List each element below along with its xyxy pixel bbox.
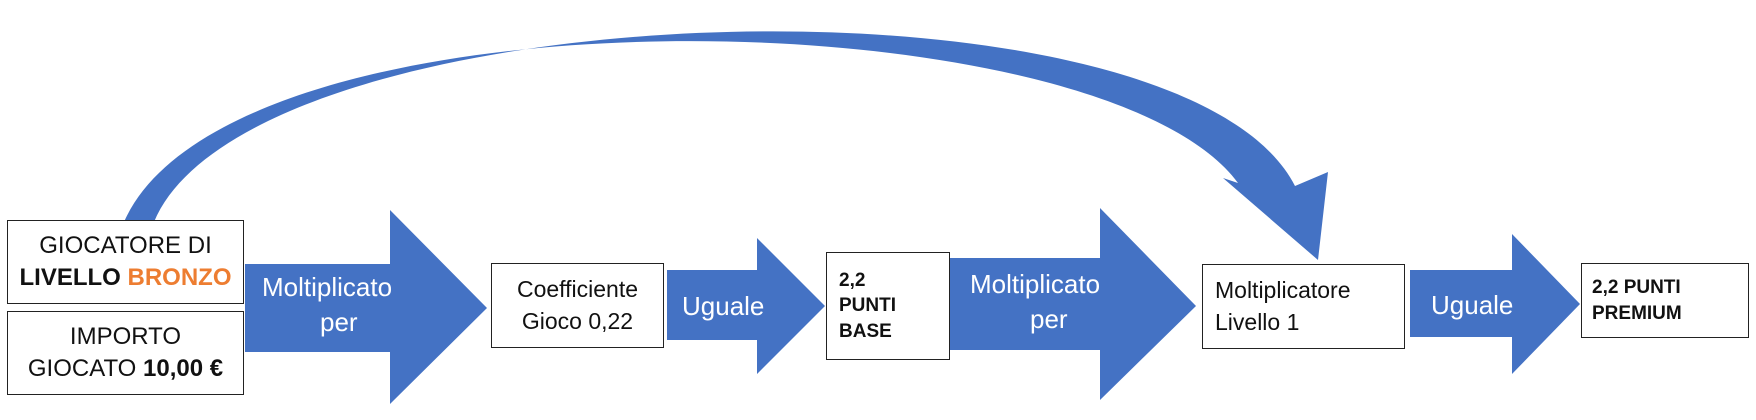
multiply-label-2-line2: per	[1030, 304, 1068, 335]
multiply-label-1: Moltiplicato per	[262, 270, 392, 340]
base-points-box: 2,2 PUNTI BASE	[826, 252, 950, 360]
coefficient-line1: Coefficiente	[516, 276, 639, 303]
equals-label-1: Uguale	[682, 291, 765, 321]
coefficient-line2: Gioco 0,22	[521, 307, 634, 334]
block-arrow-equals-1	[667, 238, 825, 374]
amount-played-line1: IMPORTO	[69, 322, 182, 350]
player-level-prefix: LIVELLO	[19, 264, 128, 291]
curved-arrow	[124, 31, 1328, 260]
premium-points-box: 2,2 PUNTI PREMIUM	[1581, 263, 1749, 338]
player-level-value: BRONZO	[127, 264, 232, 291]
multiply-label-1-line1: Moltiplicato	[262, 272, 393, 302]
multiplier-line1: Moltiplicatore	[1215, 277, 1351, 304]
equals-label-2: Uguale	[1431, 290, 1514, 320]
player-level-box: GIOCATORE DI LIVELLO BRONZO	[7, 220, 244, 304]
amount-played-prefix: GIOCATO	[27, 355, 144, 382]
premium-points-line2: PREMIUM	[1592, 302, 1682, 324]
multiplier-line2: Livello 1	[1215, 308, 1300, 335]
amount-played-value: 10,00 €	[143, 355, 224, 382]
base-points-value: 2,2	[839, 269, 866, 291]
block-arrow-equals-2	[1410, 234, 1580, 374]
amount-played-box: IMPORTO GIOCATO 10,00 €	[7, 311, 244, 395]
base-points-line2: PUNTI	[839, 295, 896, 317]
premium-points-line1: 2,2 PUNTI	[1592, 276, 1681, 298]
block-arrow-multiply-2	[950, 208, 1196, 400]
multiply-label-2-line1: Moltiplicato	[970, 269, 1101, 299]
base-points-line3: BASE	[839, 320, 892, 342]
multiplier-box: Moltiplicatore Livello 1	[1202, 264, 1405, 349]
multiply-label-2: Moltiplicato per	[970, 267, 1100, 337]
block-arrow-multiply-1	[245, 210, 487, 404]
multiply-label-1-line2: per	[320, 307, 358, 338]
coefficient-box: Coefficiente Gioco 0,22	[491, 263, 664, 348]
player-level-line1: GIOCATORE DI	[39, 231, 212, 259]
